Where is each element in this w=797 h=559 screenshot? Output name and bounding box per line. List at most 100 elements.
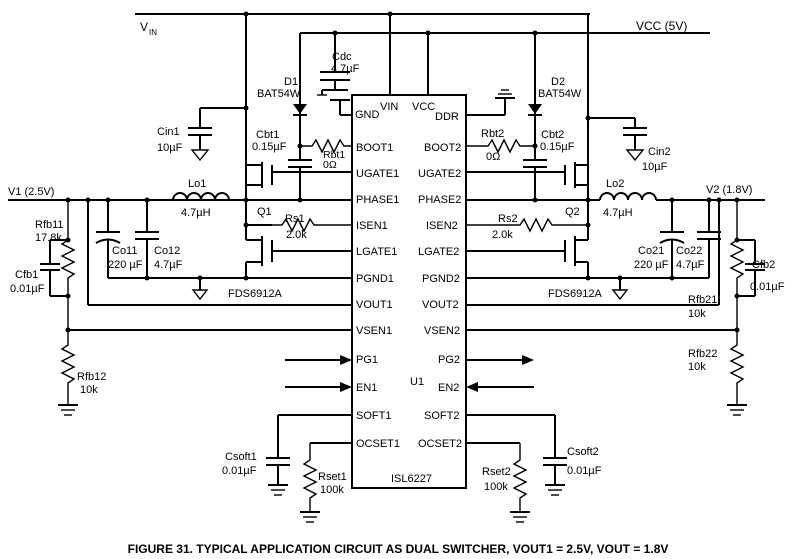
- d1-diode: D1 BAT54W: [257, 76, 307, 146]
- pin-pgnd1: PGND1: [356, 273, 394, 285]
- cin1-value: 10µF: [157, 142, 183, 154]
- co11-value: 220 µF: [108, 259, 143, 271]
- cin2-capacitor: Cin2 10µF: [585, 115, 671, 173]
- pin-pg1: PG1: [356, 354, 378, 366]
- pin-soft1: SOFT1: [356, 410, 391, 422]
- d2-part: BAT54W: [538, 88, 582, 100]
- pin-isen2: ISEN2: [426, 220, 458, 232]
- csoft2-capacitor: Csoft2 0.01µF: [466, 414, 602, 496]
- lo1-inductor: Lo1 4.7µH: [172, 178, 246, 219]
- rfb12-name: Rfb12: [77, 371, 106, 383]
- co11-name: Co11: [112, 245, 137, 257]
- rset2-value: 100k: [484, 481, 508, 493]
- rs1-resistor: Rs1 2.0k: [243, 213, 352, 241]
- rfb22-resistor: Rfb22 10k: [688, 330, 747, 416]
- csoft2-name: Csoft2: [567, 446, 599, 458]
- en2-signal: [466, 382, 534, 392]
- pin-ugate2: UGATE2: [418, 168, 461, 180]
- rset2-resistor: Rset2 100k: [466, 442, 530, 523]
- pin-vsen2: VSEN2: [424, 325, 460, 337]
- co12-capacitor: Co12 4.7µF: [135, 200, 183, 278]
- v1-label: V1 (2.5V): [8, 186, 54, 198]
- q1-name: Q1: [257, 206, 272, 218]
- rbt1-name: Rbt1: [323, 149, 345, 161]
- cdc-value: 4.7µF: [331, 63, 360, 75]
- rbt2-resistor: Rbt2 0Ω: [466, 128, 538, 163]
- q1-part: FDS6912A: [228, 288, 282, 300]
- pg1-signal: [285, 355, 352, 365]
- rfb22-value: 10k: [688, 361, 706, 373]
- pin-pgnd2: PGND2: [422, 273, 460, 285]
- co21-name: Co21: [638, 245, 664, 257]
- q2-part: FDS6912A: [548, 288, 602, 300]
- csoft1-name: Csoft1: [225, 451, 257, 463]
- q1-mosfet-pair: Q1 FDS6912A: [228, 162, 352, 300]
- cfb1-value: 0.01µF: [10, 283, 45, 295]
- pg2-signal: [466, 355, 534, 365]
- cfb2-value: 0.01µF: [750, 281, 785, 293]
- vcc-rail: VCC (5V): [299, 19, 710, 100]
- pin-pg2: PG2: [438, 354, 460, 366]
- pin-phase1: PHASE1: [356, 194, 399, 206]
- cfb2-name: Cfb2: [752, 259, 775, 271]
- rset2-name: Rset2: [482, 466, 511, 478]
- ddr-ground: [466, 89, 515, 116]
- v1-output-rail: V1 (2.5V): [8, 186, 173, 203]
- cbt2-capacitor: Cbt2 0.15µF: [523, 129, 575, 200]
- rs2-value: 2.0k: [492, 229, 513, 241]
- cbt1-value: 0.15µF: [252, 141, 287, 153]
- right-pin-labels: BOOT2 UGATE2 PHASE2 ISEN2 LGATE2 PGND2 V…: [418, 142, 462, 450]
- lo1-value: 4.7µH: [181, 207, 211, 219]
- rbt1-value: 0Ω: [323, 159, 337, 171]
- ic-part-number: ISL6227: [391, 473, 432, 485]
- pin-ocset1: OCSET1: [356, 438, 400, 450]
- rfb21-resistor: Rfb21 10k: [688, 200, 745, 330]
- cdc-name: Cdc: [332, 51, 352, 63]
- cfb1-capacitor: Cfb1 0.01µF: [10, 237, 71, 299]
- v2-label: V2 (1.8V): [706, 184, 752, 196]
- rs1-value: 2.0k: [286, 229, 307, 241]
- v2-output-rail: V2 (1.8V): [656, 184, 765, 203]
- csoft1-capacitor: Csoft1 0.01µF: [222, 414, 352, 496]
- cin2-name: Cin2: [648, 146, 671, 158]
- cbt1-capacitor: Cbt1 0.15µF: [252, 129, 312, 200]
- q2-mosfet-pair: Q2 FDS6912A: [466, 162, 602, 300]
- pin-boot1: BOOT1: [356, 142, 393, 154]
- rset1-resistor: Rset1 100k: [300, 442, 352, 523]
- lo2-value: 4.7µH: [603, 207, 633, 219]
- pin-en1: EN1: [356, 382, 377, 394]
- cbt1-name: Cbt1: [256, 129, 279, 141]
- left-pin-labels: BOOT1 UGATE1 PHASE1 ISEN1 LGATE1 PGND1 V…: [356, 142, 400, 450]
- rbt2-name: Rbt2: [481, 128, 504, 140]
- pin-vout2: VOUT2: [422, 299, 459, 311]
- pin-boot2: BOOT2: [424, 142, 461, 154]
- co22-value: 4.7µF: [676, 259, 705, 271]
- vin-label: V: [140, 20, 148, 34]
- gnd-pin-ground: [330, 99, 352, 116]
- pin-en2: EN2: [438, 382, 459, 394]
- pin-ddr: DDR: [435, 111, 459, 123]
- d1-part: BAT54W: [257, 88, 301, 100]
- rfb21-name: Rfb21: [688, 294, 717, 306]
- rs1-name: Rs1: [285, 213, 305, 225]
- rs2-name: Rs2: [498, 213, 518, 225]
- pin-vin: VIN: [380, 101, 398, 113]
- figure-caption: FIGURE 31. TYPICAL APPLICATION CIRCUIT A…: [128, 542, 669, 556]
- cfb1-name: Cfb1: [15, 269, 38, 281]
- co12-value: 4.7µF: [154, 259, 183, 271]
- d1-name: D1: [284, 76, 298, 88]
- pin-lgate1: LGATE1: [356, 246, 397, 258]
- rs2-resistor: Rs2 2.0k: [466, 213, 591, 241]
- cin1-name: Cin1: [157, 126, 180, 138]
- rfb12-resistor: Rfb12 10k: [58, 330, 106, 416]
- co22-capacitor: Co22 4.7µF: [676, 200, 721, 278]
- en1-signal: [285, 382, 352, 392]
- cin1-capacitor: Cin1 10µF: [157, 105, 249, 162]
- rset1-value: 100k: [320, 484, 344, 496]
- rfb11-value: 17.8k: [35, 232, 62, 244]
- co12-name: Co12: [154, 245, 180, 257]
- rfb12-value: 10k: [80, 384, 98, 396]
- ic-u1: GND VIN VCC DDR U1 ISL6227: [351, 94, 467, 489]
- d2-name: D2: [551, 76, 565, 88]
